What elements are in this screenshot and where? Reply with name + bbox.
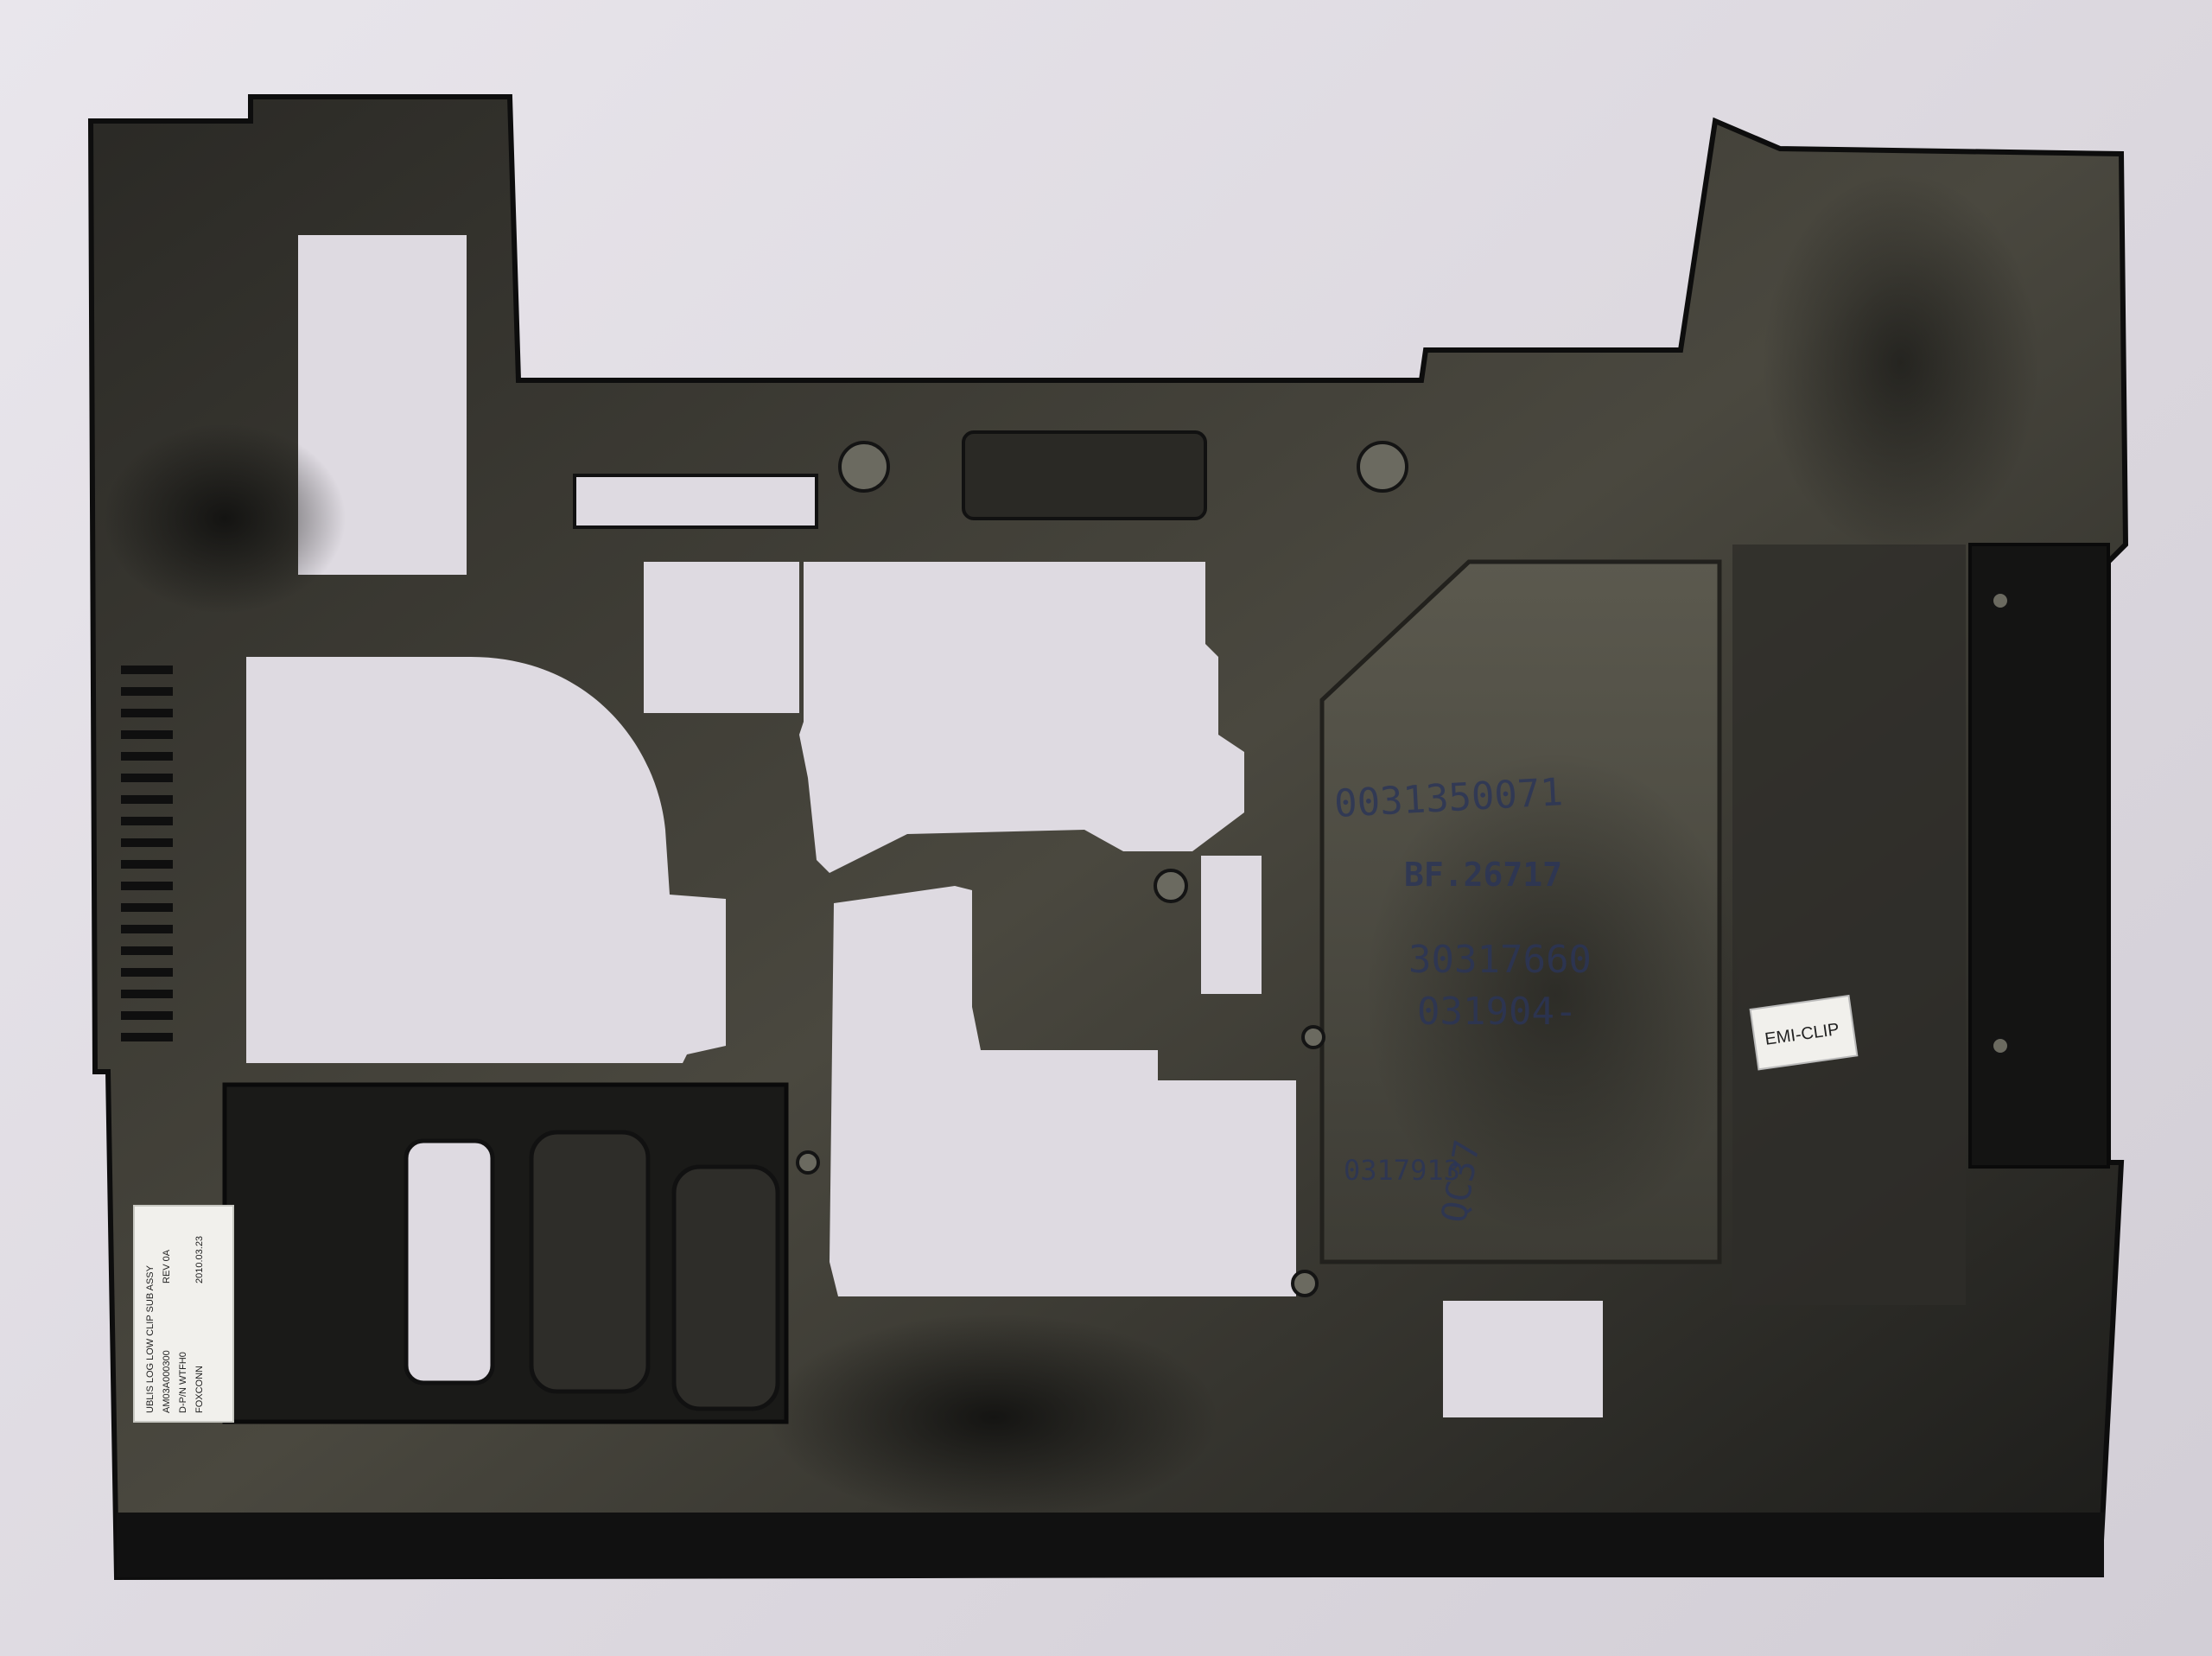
emi-clip-label: EMI-CLIP <box>1749 994 1859 1071</box>
sticker-line-4: D-P/N WTFH0 <box>178 1352 188 1413</box>
sticker-line-1: UBLIS LOG LOW CLIP SUB ASSY <box>145 1264 156 1413</box>
stamp-line-5: 0317913 <box>1344 1154 1460 1187</box>
right-rail <box>1968 543 2110 1169</box>
opening-top-left <box>298 235 467 575</box>
sticker-line-2: AM03A000300 <box>162 1350 172 1413</box>
opening-center-mid <box>799 562 1244 873</box>
vent-slots <box>121 666 173 1041</box>
stamp-line-2: BF.26717 <box>1404 856 1562 894</box>
screw-bosses <box>796 441 2011 1297</box>
bottom-edge <box>117 1513 2104 1577</box>
opening-left-large <box>246 657 726 1063</box>
opening-bottom-right <box>1443 1301 1603 1417</box>
sticker-line-5: FOXCONN <box>194 1366 205 1413</box>
opening-center-top <box>644 562 799 713</box>
part-sticker: UBLIS LOG LOW CLIP SUB ASSY AM03A000300 … <box>133 1205 234 1423</box>
opening-center-bottom <box>830 886 1296 1296</box>
opening-right-small <box>1201 856 1262 994</box>
stamp-line-4: 031904- <box>1417 990 1577 1034</box>
sticker-line-6: 2010.03.23 <box>194 1236 205 1283</box>
stamp-line-3: 30317660 <box>1408 938 1592 982</box>
sticker-line-3: REV 0A <box>162 1249 172 1283</box>
